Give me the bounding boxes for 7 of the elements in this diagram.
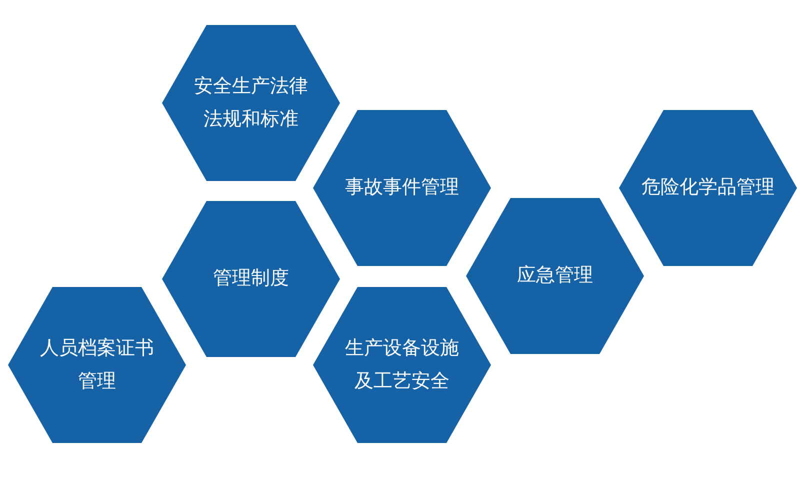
tile-label: 管理制度: [213, 266, 289, 292]
tile-label: 人员档案证书管理: [39, 336, 155, 394]
tile-label: 安全生产法律法规和标准: [193, 74, 309, 132]
tile-label: 生产设备设施及工艺安全: [344, 336, 460, 394]
tile-label: 危险化学品管理: [642, 175, 774, 200]
tile-label: 事故事件管理: [345, 175, 459, 200]
tile-label: 应急管理: [517, 263, 593, 288]
